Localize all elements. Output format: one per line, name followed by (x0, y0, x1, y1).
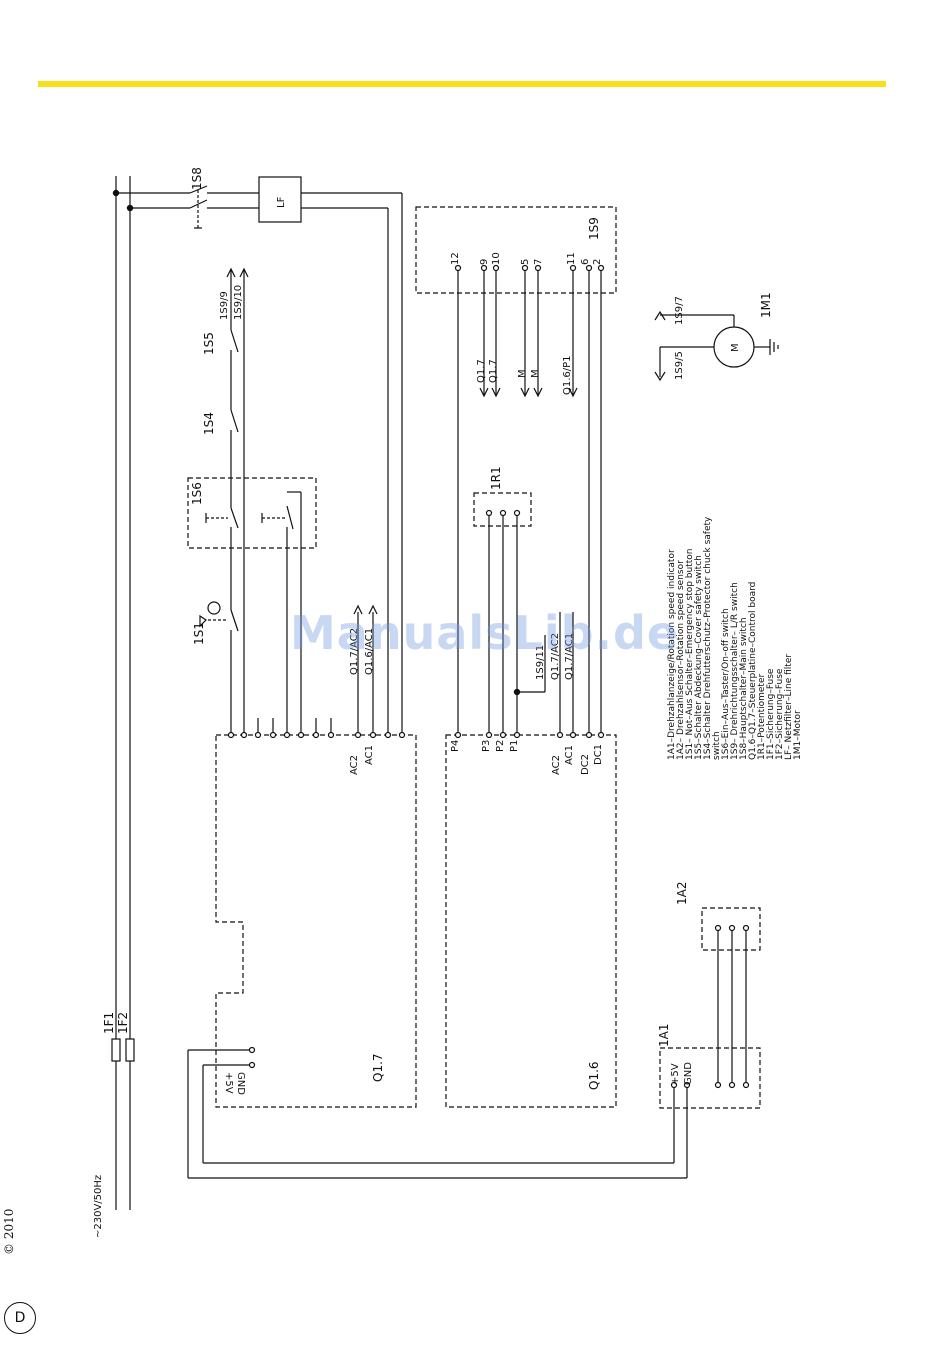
legend: 1A1–Drehzahlanzeige/Rotation speed indic… (667, 516, 803, 760)
legend-item: 1A1–Drehzahlanzeige/Rotation speed indic… (667, 549, 677, 760)
q16-top-wiring (457, 268, 602, 735)
legend-item: 1S1– Not–Aus Schalter–Emergency stop but… (685, 549, 695, 760)
switch-1s9-outline (415, 206, 617, 294)
switch-1s6-outline (187, 477, 317, 549)
ref-1s9-5: 1S9/5 (674, 351, 685, 380)
q16-p1-label: P1 (509, 740, 520, 752)
fuse-1f2-label: 1F2 (116, 1012, 130, 1034)
s9-pin-2: 2 (592, 259, 603, 265)
a1-gnd-label: GND (683, 1062, 694, 1085)
q16-ac1-label: AC1 (564, 745, 575, 765)
copyright-text: © 2010 (2, 1208, 16, 1255)
legend-item: 1S9– Drehrichtungsschalter– L/R switch (730, 582, 740, 760)
legend-item: 1S5–Schalter Abdeckung–Cover safety swit… (694, 555, 704, 760)
ref-1s9-9: 1S9/9 (219, 291, 230, 320)
fuse-1f1-symbol (111, 1038, 121, 1062)
switch-1s1-label: 1S1 (192, 622, 206, 645)
legend-item: 1M1–Motor (793, 710, 803, 760)
s9-pin-6: 6 (580, 259, 591, 265)
s9-pin-5: 5 (520, 259, 531, 265)
language-badge: D (4, 1302, 36, 1334)
supply-lines (115, 176, 403, 1210)
legend-item: 1S8–Hauptschalter–Main switch (739, 617, 749, 760)
s9-pin-12: 12 (450, 252, 461, 265)
q16-p4-label: P4 (450, 740, 461, 752)
motor-symbol-label: M (730, 343, 741, 352)
q16-dc1-label: DC1 (593, 744, 604, 765)
q17-5v-label: +5V (223, 1072, 234, 1094)
ref-m-a: M (517, 369, 528, 378)
legend-item: 1S4–Schalter Drehfutterschutz–Protector … (703, 516, 713, 760)
ref-q16-ac1: Q1.6/AC1 (364, 628, 375, 675)
s9-pin-11: 11 (566, 252, 577, 265)
ref-arrows-ac (353, 604, 378, 615)
legend-item: 1R1–Potentiometer (757, 674, 767, 760)
line-filter-label: LF (276, 196, 287, 208)
board-q16-label: Q1.6 (587, 1061, 601, 1090)
s9-pin-9: 9 (479, 259, 490, 265)
motor-1m1-symbol (654, 310, 779, 382)
motor-1m1-label: 1M1 (759, 292, 773, 318)
q16-ac2-label: AC2 (551, 755, 562, 775)
indicator-1a1-outline (659, 1047, 761, 1109)
legend-item: 1A2– Drehzahlsensor–Rotation speed senso… (676, 560, 686, 760)
switch-1s9-label: 1S9 (587, 217, 601, 240)
switch-1s4-label: 1S4 (202, 412, 216, 435)
switch-1s6-label: 1S6 (190, 482, 204, 505)
ref-q17-ac2: Q1.7/AC2 (349, 628, 360, 675)
ref-q17-ac2-b: Q1.7/AC2 (550, 633, 561, 680)
a1-5v-label: +5V (670, 1063, 681, 1085)
ref-1s9-10: 1S9/10 (233, 285, 244, 320)
fuse-1f2-symbol (125, 1038, 135, 1062)
indicator-1a1-label: 1A1 (657, 1024, 671, 1047)
q16-p2-label: P2 (495, 740, 506, 752)
header-accent-bar (38, 81, 886, 87)
ref-q17-ac1: Q1.7/AC1 (564, 633, 575, 680)
q17-gnd-label: GND (235, 1072, 246, 1095)
ref-arrows-1s9 (226, 267, 249, 282)
q16-dc2-label: DC2 (580, 754, 591, 775)
ref-q17-a: Q1.7 (476, 359, 487, 383)
board-q17-label: Q1.7 (371, 1053, 385, 1082)
s9-pin-7: 7 (533, 259, 544, 265)
board-q16-outline (445, 734, 617, 1108)
main-switch-1s8-symbol (189, 185, 208, 229)
signal-loop-wiring (187, 928, 747, 1179)
legend-item: LF– Netzfilter–Line filter (784, 654, 794, 760)
line-filter-box (258, 176, 302, 223)
s9-pin-wiring (479, 268, 578, 398)
switch-contacts (199, 329, 301, 632)
q17-ac2-label: AC2 (349, 755, 360, 775)
s9-pin-10: 10 (491, 252, 502, 265)
watermark: ManualsLib.de (290, 606, 680, 660)
legend-item: Q1.6–Q1.7–Steuerplatine–Control board (748, 582, 758, 760)
q16-p3-label: P3 (481, 740, 492, 752)
ref-q16-p1: Q1.6/P1 (562, 355, 573, 395)
legend-item: 1S6–Ein–Aus–Taster/On–off switch (721, 608, 731, 760)
sensor-1a2-label: 1A2 (675, 882, 689, 905)
sensor-1a2-outline (701, 907, 761, 951)
potentiometer-1r1-outline (473, 492, 532, 527)
legend-item: switch (712, 731, 722, 760)
potentiometer-1r1-label: 1R1 (489, 466, 503, 490)
main-switch-1s8-label: 1S8 (190, 167, 204, 190)
supply-voltage-label: ~230V/50Hz (93, 1175, 104, 1238)
ref-q17-b: Q1.7 (488, 359, 499, 383)
q17-ac1-label: AC1 (364, 745, 375, 765)
board-q17-outline (215, 734, 417, 1108)
ref-1s9-11: 1S9/11 (535, 645, 546, 680)
legend-item: 1F1–Sicherung–Fuse (766, 668, 776, 760)
fuse-1f1-label: 1F1 (102, 1012, 116, 1034)
switch-1s5-label: 1S5 (202, 332, 216, 355)
legend-item: 1F2–Sicherung–Fuse (775, 668, 785, 760)
ref-1s9-7: 1S9/7 (674, 296, 685, 325)
ref-m-b: M (530, 369, 541, 378)
